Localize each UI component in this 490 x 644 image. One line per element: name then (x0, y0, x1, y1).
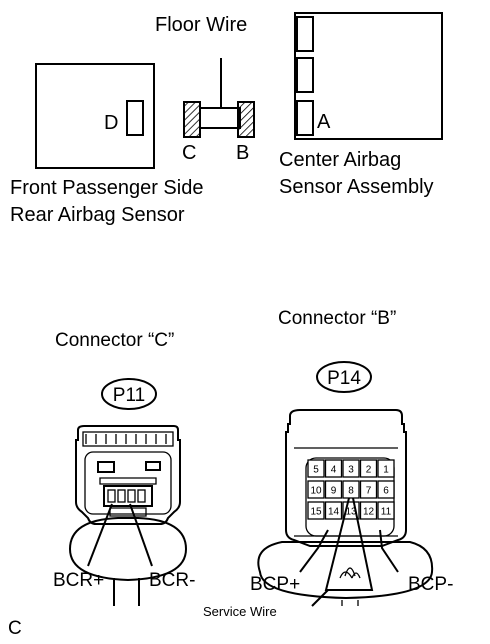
pin-number: 1 (383, 465, 389, 476)
p11-label: P11 (113, 385, 145, 406)
front-sensor-label-line2: Rear Airbag Sensor (10, 204, 185, 226)
p14-badge (316, 361, 372, 393)
pin-number: 6 (383, 486, 389, 497)
connector-d-label: D (104, 112, 118, 134)
pin-number: 5 (313, 465, 319, 476)
pin-cell (307, 459, 325, 478)
pin-cell (342, 480, 360, 499)
pin-number: 14 (328, 507, 340, 518)
p11-badge (101, 378, 157, 410)
connector-c-label: C (182, 142, 196, 164)
pin-cell (324, 459, 343, 478)
pin-number: 10 (310, 486, 322, 497)
front-sensor-label-line1: Front Passenger Side (10, 177, 203, 199)
pin-number: 4 (331, 465, 337, 476)
bcr-minus-label: BCR- (149, 570, 195, 591)
pin-number: 7 (366, 486, 372, 497)
center-sensor-label-line2: Sensor Assembly (279, 176, 434, 198)
floor-wire-label: Floor Wire (155, 14, 247, 36)
pin-number: 3 (348, 465, 354, 476)
pin-number: 13 (345, 507, 357, 518)
connector-c-drawing (68, 425, 188, 606)
pin-cell (359, 501, 378, 520)
bcp-plus-label: BCP+ (250, 574, 300, 595)
connector-c-title: Connector “C” (55, 330, 174, 351)
connector-a-label: A (317, 111, 331, 133)
service-wire-label: Service Wire (203, 604, 277, 619)
connector-b-end (237, 101, 255, 138)
pin-cell (342, 459, 360, 478)
pin-cell (307, 480, 325, 499)
pin-number: 11 (381, 507, 392, 518)
front-passenger-rear-airbag-sensor (35, 63, 155, 169)
center-sensor-label-line1: Center Airbag (279, 149, 401, 171)
connector-b-title: Connector “B” (278, 308, 396, 329)
p14-label: P14 (327, 368, 361, 389)
bcp-minus-label: BCP- (408, 574, 453, 595)
bcr-plus-label: BCR+ (53, 570, 104, 591)
figure-code: C (8, 618, 22, 639)
pin-number: 12 (363, 507, 375, 518)
pin-cell (377, 501, 395, 520)
pin-number: 2 (366, 465, 372, 476)
pin-cell (359, 459, 378, 478)
pin-number: 8 (348, 486, 354, 497)
connector-c-end (183, 101, 201, 138)
pin-number: 9 (331, 486, 337, 497)
connector-b-leads (299, 497, 399, 607)
pin-cell (324, 480, 343, 499)
center-airbag-sensor-assembly (294, 12, 443, 140)
pin-cell (377, 459, 395, 478)
pin-cell (377, 480, 395, 499)
pin-number: 15 (310, 507, 322, 518)
pin-cell (359, 480, 378, 499)
floor-wire (183, 58, 255, 138)
pin-cell (324, 501, 343, 520)
pin-cell (307, 501, 325, 520)
connector-b-label: B (236, 142, 249, 164)
